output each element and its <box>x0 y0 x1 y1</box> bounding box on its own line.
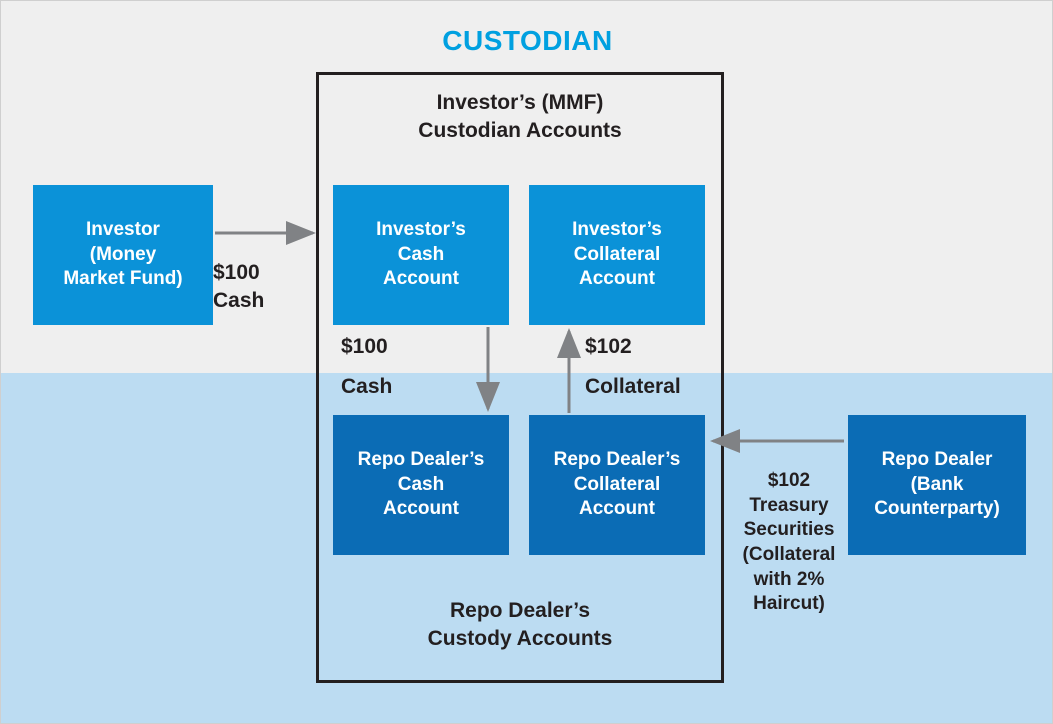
account-repo-dealers-collateral[interactable]: Repo Dealer’s Collateral Account <box>529 415 705 555</box>
upper-section-label-line1: Investor’s (MMF) <box>436 91 604 114</box>
upper-section-label-line2: Custodian Accounts <box>418 118 622 142</box>
account-investors-cash[interactable]: Investor’s Cash Account <box>333 185 509 325</box>
account-repo-dealers-cash-line3: Account <box>382 498 459 520</box>
account-investors-collateral-line1: Investor’s <box>572 218 662 240</box>
account-investors-cash-line2: Cash <box>397 243 445 265</box>
account-repo-dealers-collateral-line3: Account <box>578 498 655 520</box>
flow-label-collateral-up-amount: $102 <box>585 335 632 358</box>
account-investors-collateral-line3: Account <box>578 268 655 290</box>
account-investors-collateral[interactable]: Investor’s Collateral Account <box>529 185 705 325</box>
flow-label-treasury-line4: (Collateral <box>742 544 836 566</box>
lower-section-label-line1: Repo Dealer’s <box>449 599 591 622</box>
flow-label-treasury-line5: with 2% <box>753 568 825 590</box>
flow-label-collateral-up: $102 Collateral <box>585 333 745 402</box>
flow-label-treasury-securities: $102 Treasury Securities (Collateral wit… <box>724 469 854 617</box>
account-repo-dealers-collateral-line2: Collateral <box>573 473 661 495</box>
flow-label-treasury-line3: Securities <box>743 519 835 541</box>
flow-label-investor-cash: $100 Cash <box>213 259 323 316</box>
flow-label-treasury-line6: Haircut) <box>753 593 825 615</box>
flow-label-investor-cash-amount: $100 <box>213 261 260 284</box>
page-title: CUSTODIAN <box>442 25 613 56</box>
account-repo-dealers-cash-line1: Repo Dealer’s <box>357 448 485 470</box>
flow-label-treasury-amount: $102 <box>767 470 811 491</box>
account-repo-dealers-collateral-line1: Repo Dealer’s <box>553 448 681 470</box>
account-repo-dealers-cash-line2: Cash <box>397 473 445 495</box>
lower-section-label-line2: Custody Accounts <box>427 626 613 650</box>
flow-label-investor-cash-kind: Cash <box>213 289 265 313</box>
account-investors-cash-line3: Account <box>382 268 459 290</box>
entity-investor[interactable]: Investor (Money Market Fund) <box>33 185 213 325</box>
entity-investor-line3: Market Fund) <box>63 268 183 290</box>
account-investors-cash-line1: Investor’s <box>376 218 466 240</box>
custodian-boundary-box <box>316 72 724 683</box>
account-repo-dealers-cash[interactable]: Repo Dealer’s Cash Account <box>333 415 509 555</box>
flow-label-treasury-line2: Treasury <box>749 494 829 516</box>
entity-repo-dealer-line1: Repo Dealer <box>881 448 993 470</box>
entity-repo-dealer-line3: Counterparty) <box>874 498 1000 520</box>
entity-repo-dealer[interactable]: Repo Dealer (Bank Counterparty) <box>848 415 1026 555</box>
flow-label-collateral-up-kind: Collateral <box>585 375 681 399</box>
flow-label-cash-down-amount: $100 <box>341 335 388 358</box>
entity-investor-line1: Investor <box>86 218 160 240</box>
entity-repo-dealer-line2: (Bank <box>910 473 964 495</box>
lower-section-label: Repo Dealer’s Custody Accounts <box>336 597 704 652</box>
account-investors-collateral-line2: Collateral <box>573 243 661 265</box>
flow-label-cash-down-kind: Cash <box>341 375 393 399</box>
entity-investor-line2: (Money <box>89 243 157 265</box>
flow-label-cash-down: $100 Cash <box>341 333 461 402</box>
upper-section-label: Investor’s (MMF) Custodian Accounts <box>336 89 704 144</box>
